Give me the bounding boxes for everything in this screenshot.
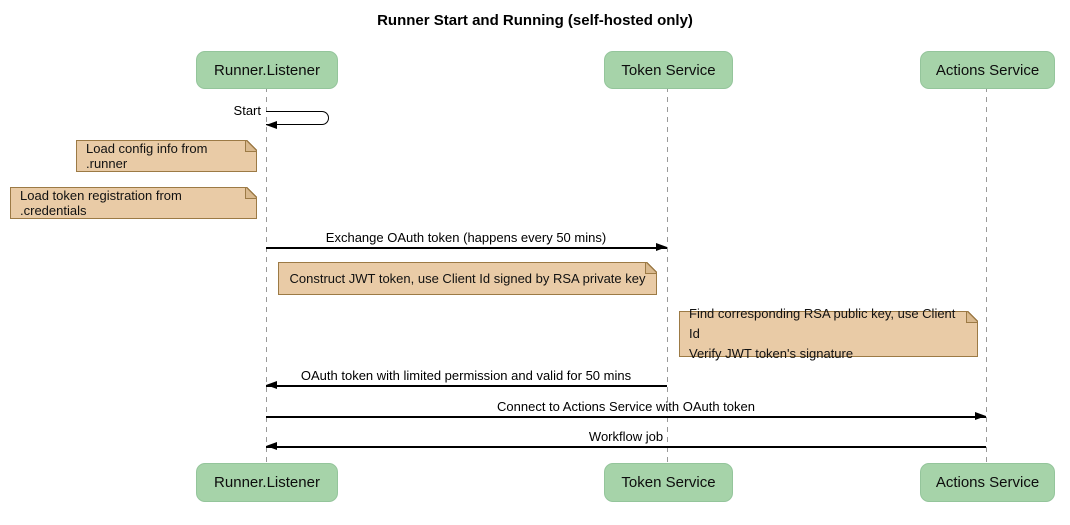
arrowhead <box>266 381 277 389</box>
message-line <box>266 247 667 249</box>
participant-label: Actions Service <box>935 61 1040 79</box>
participant-label: Token Service <box>621 61 716 79</box>
note-fold-icon <box>245 140 257 152</box>
note-load-config: Load config info from .runner <box>76 140 257 172</box>
message-label-workflow-job: Workflow job <box>588 429 664 444</box>
participant-top-actions-service: Actions Service <box>920 51 1055 89</box>
participant-bottom-actions-service: Actions Service <box>920 463 1055 502</box>
note-fold-icon <box>245 187 257 199</box>
lifeline-token-service <box>667 87 668 463</box>
note-fold-icon <box>966 311 978 323</box>
arrowhead <box>975 412 986 420</box>
participant-bottom-token-service: Token Service <box>604 463 733 502</box>
arrowhead <box>266 442 277 450</box>
lifeline-runner-listener <box>266 87 267 463</box>
participant-label: Actions Service <box>935 474 1040 491</box>
note-verify-jwt: Find corresponding RSA public key, use C… <box>679 306 978 361</box>
participant-bottom-runner-listener: Runner.Listener <box>196 463 338 502</box>
message-line <box>266 446 986 448</box>
participant-top-runner-listener: Runner.Listener <box>196 51 338 89</box>
note-text-line: Find corresponding RSA public key, use C… <box>689 306 956 341</box>
arrowhead <box>656 243 667 251</box>
note-fold-icon <box>645 262 657 274</box>
note-load-token-registration: Load token registration from .credential… <box>10 187 257 219</box>
note-text-line: Verify JWT token's signature <box>689 346 854 361</box>
arrowhead <box>266 121 277 129</box>
note-construct-jwt: Construct JWT token, use Client Id signe… <box>278 262 657 295</box>
message-label-oauth-return: OAuth token with limited permission and … <box>300 368 632 383</box>
participant-label: Runner.Listener <box>214 474 320 491</box>
lifeline-actions-service <box>986 87 987 463</box>
message-line <box>266 416 986 418</box>
participant-label: Runner.Listener <box>214 61 320 79</box>
participant-top-token-service: Token Service <box>604 51 733 89</box>
note-text: Construct JWT token, use Client Id signe… <box>289 271 646 286</box>
message-label-exchange-oauth: Exchange OAuth token (happens every 50 m… <box>325 230 607 245</box>
note-text: Load config info from .runner <box>86 141 208 171</box>
participant-label: Token Service <box>621 474 716 491</box>
message-label-start: Start <box>233 103 261 118</box>
message-label-connect-actions: Connect to Actions Service with OAuth to… <box>497 399 755 414</box>
note-text: Load token registration from .credential… <box>20 188 182 218</box>
message-line <box>266 385 667 387</box>
self-message-loop <box>266 111 329 125</box>
diagram-title: Runner Start and Running (self-hosted on… <box>377 12 693 29</box>
